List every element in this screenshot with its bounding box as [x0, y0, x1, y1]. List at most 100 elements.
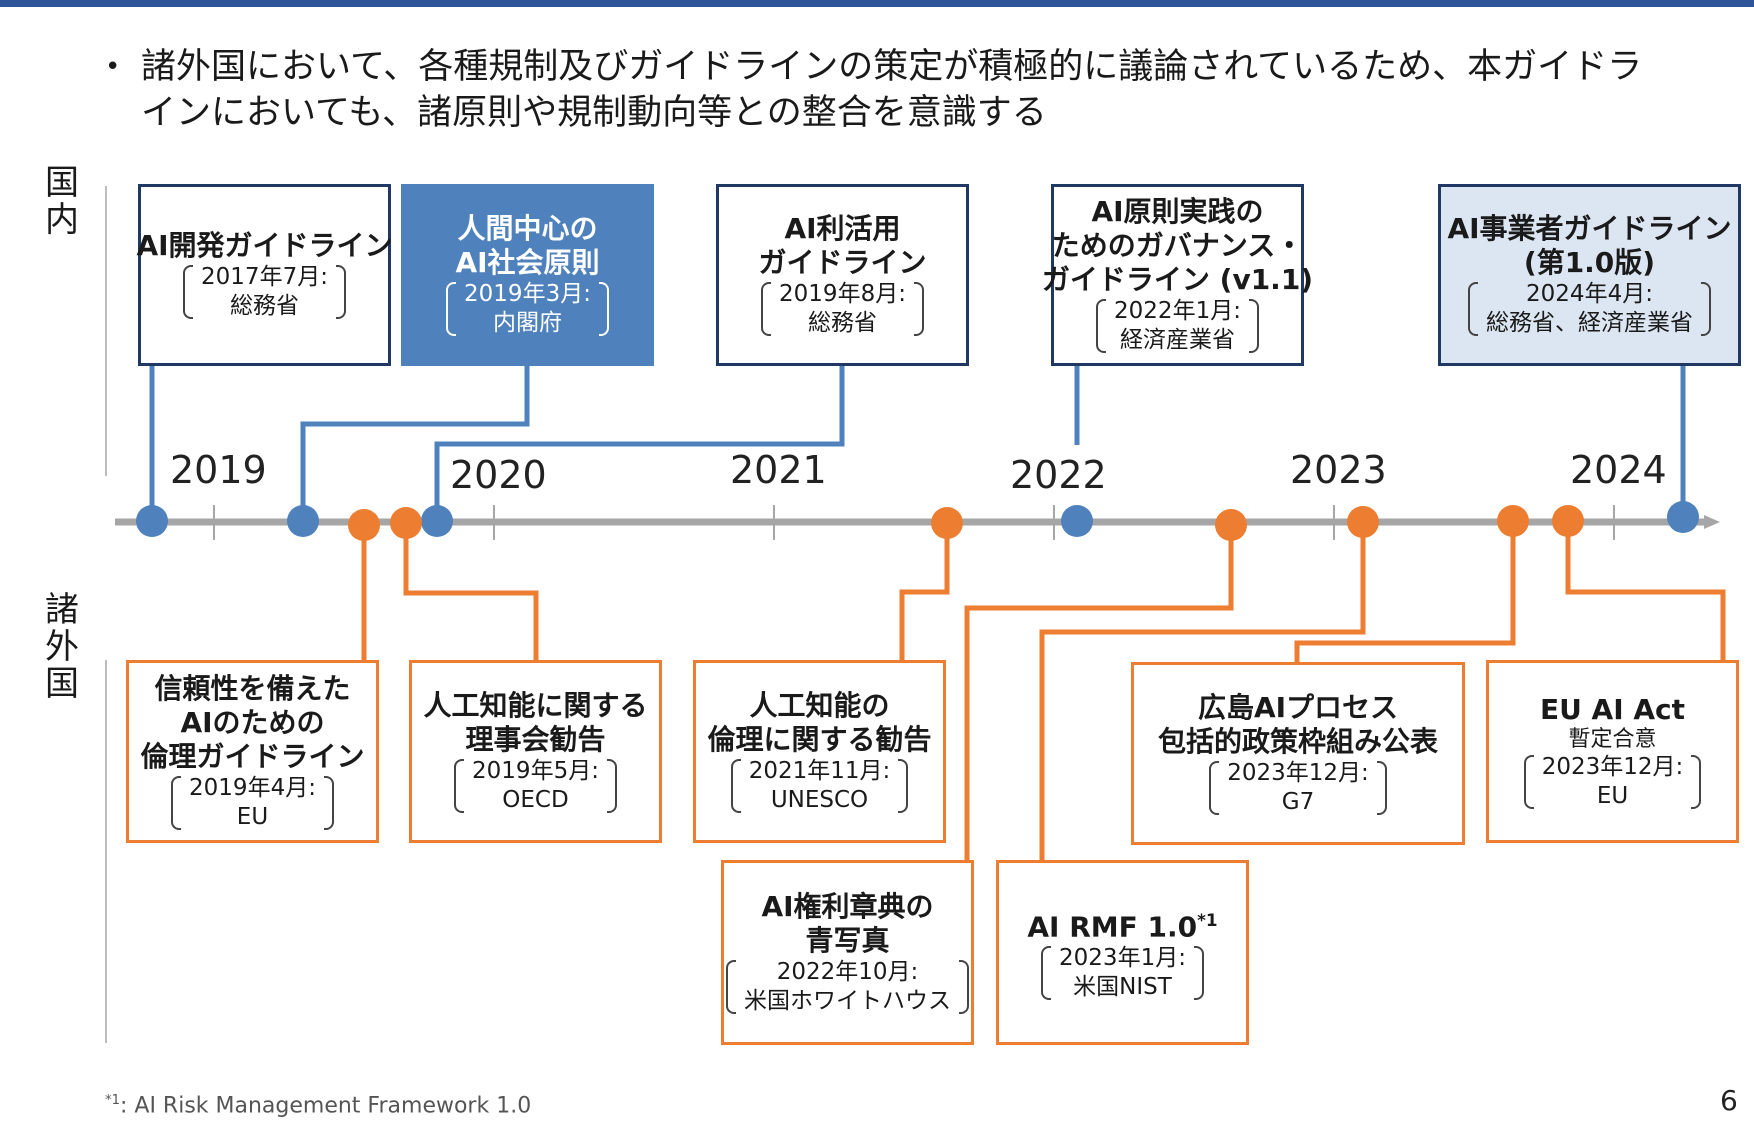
connector-intl-4 [964, 522, 1234, 862]
item-title: 人工知能の [749, 688, 890, 722]
marker-intl-2023-12a [1497, 505, 1529, 537]
item-date: 2023年12月: [1227, 759, 1369, 786]
connector-domestic-3 [434, 364, 845, 520]
connector-intl-2 [403, 522, 539, 662]
item-org: OECD [502, 786, 569, 813]
item-org: 米国NIST [1073, 974, 1172, 1001]
item-org: 総務省 [807, 310, 877, 336]
item-org: 総務省 [229, 293, 299, 319]
item-title: AI利活用 [784, 212, 901, 245]
item-date: 2019年4月: [189, 774, 316, 801]
domestic-item-human-centric-ai-principles: 人間中心の AI社会原則 2019年3月: 内閣府 [401, 184, 654, 366]
item-date: 2019年5月: [472, 757, 599, 784]
top-accent-bar [0, 0, 1754, 7]
item-title: 理事会勧告 [465, 722, 606, 756]
item-title: ガイドライン (v1.1) [1041, 263, 1314, 296]
item-title: AIのための [180, 705, 325, 739]
item-subtitle: 暫定合意 [1568, 726, 1657, 752]
item-title: AI開発ガイドライン [136, 229, 393, 262]
item-date-org: 2017年7月: 総務省 [181, 263, 348, 321]
connector-intl-5 [1039, 522, 1366, 862]
marker-domestic-2017-07 [136, 505, 168, 537]
footnote-mark: *1 [105, 1093, 120, 1108]
year-label-2021: 2021 [730, 448, 827, 492]
item-title: 信頼性を備えた [154, 671, 351, 705]
marker-intl-2019-04 [348, 509, 380, 541]
item-date: 2021年11月: [748, 757, 891, 784]
item-date-org: 2023年12月: EU [1522, 753, 1704, 811]
year-label-2024: 2024 [1570, 448, 1667, 492]
item-title: 人間中心の [457, 212, 598, 245]
marker-domestic-2019-03 [287, 505, 319, 537]
intl-item-eu-ethics-guidelines: 信頼性を備えた AIのための 倫理ガイドライン 2019年4月: EU [126, 660, 379, 843]
marker-domestic-2019-08 [421, 505, 453, 537]
marker-intl-2023-01 [1347, 506, 1379, 538]
marker-domestic-2022-01 [1061, 505, 1093, 537]
item-title: 広島AIプロセス [1197, 690, 1399, 724]
intl-item-oecd-recommendation: 人工知能に関する 理事会勧告 2019年5月: OECD [409, 660, 662, 843]
item-date: 2024年4月: [1526, 281, 1653, 307]
footnote-text: : AI Risk Management Framework 1.0 [119, 1093, 532, 1119]
item-title: AI RMF 1.0*1 [1027, 903, 1217, 944]
footnote-ref: *1 [1197, 909, 1218, 930]
item-org: EU [236, 803, 269, 830]
item-title: (第1.0版) [1523, 246, 1656, 279]
year-label-2019: 2019 [170, 448, 267, 492]
item-date: 2022年1月: [1114, 298, 1241, 324]
item-date-org: 2019年3月: 内閣府 [444, 280, 611, 338]
connector-intl-3 [899, 522, 950, 662]
domestic-item-governance-guideline: AI原則実践の ためのガバナンス・ ガイドライン (v1.1) 2022年1月:… [1042, 184, 1313, 366]
item-date: 2019年8月: [779, 281, 906, 307]
row-label-international: 諸外国 [45, 590, 79, 704]
item-title-text: AI RMF 1.0 [1027, 910, 1198, 944]
item-title: 倫理に関する勧告 [707, 722, 932, 756]
item-org: 経済産業省 [1119, 327, 1235, 353]
domestic-item-ai-business-guideline: AI事業者ガイドライン (第1.0版) 2024年4月: 総務省、経済産業省 [1438, 184, 1741, 366]
item-date: 2023年12月: [1541, 753, 1684, 780]
item-date-org: 2019年5月: OECD [452, 757, 619, 815]
item-date-org: 2021年11月: UNESCO [729, 757, 911, 815]
item-title: ためのガバナンス・ [1051, 229, 1304, 262]
connector-intl-7 [1565, 522, 1726, 662]
item-title: ガイドライン [758, 246, 927, 279]
item-org: 米国ホワイトハウス [744, 987, 951, 1014]
item-title: EU AI Act [1539, 692, 1686, 726]
year-label-2022: 2022 [1010, 453, 1107, 497]
item-date-org: 2024年4月: 総務省、経済産業省 [1466, 280, 1713, 338]
connector-domestic-2 [300, 364, 530, 520]
item-title: 包括的政策枠組み公表 [1157, 724, 1438, 758]
item-title: 青写真 [805, 923, 890, 957]
item-org: UNESCO [770, 786, 869, 813]
page-number: 6 [1720, 1084, 1738, 1117]
bullet-symbol: • [105, 52, 121, 82]
intl-item-hiroshima-ai-process: 広島AIプロセス 包括的政策枠組み公表 2023年12月: G7 [1131, 662, 1465, 845]
marker-intl-2022-10 [1215, 509, 1247, 541]
item-date: 2019年3月: [464, 281, 591, 307]
item-title: AI原則実践の [1091, 195, 1264, 228]
item-title: AI権利章典の [761, 889, 934, 923]
intl-item-eu-ai-act: EU AI Act 暫定合意 2023年12月: EU [1486, 660, 1739, 843]
intl-item-unesco-recommendation: 人工知能の 倫理に関する勧告 2021年11月: UNESCO [693, 660, 946, 843]
marker-intl-2023-12b [1552, 505, 1584, 537]
marker-intl-2019-05 [390, 507, 422, 539]
item-date-org: 2019年4月: EU [169, 774, 336, 832]
marker-domestic-2024-04 [1667, 501, 1699, 533]
header-text: 諸外国において、各種規制及びガイドラインの策定が積極的に議論されているため、本ガ… [141, 47, 1643, 133]
intl-item-ai-bill-of-rights: AI権利章典の 青写真 2022年10月: 米国ホワイトハウス [721, 860, 974, 1045]
year-label-2020: 2020 [450, 453, 547, 497]
item-date-org: 2022年10月: 米国ホワイトハウス [724, 958, 971, 1016]
domestic-row-divider [105, 186, 107, 476]
item-date-org: 2022年1月: 経済産業省 [1094, 297, 1261, 355]
item-date-org: 2023年12月: G7 [1207, 759, 1389, 817]
item-date: 2017年7月: [201, 264, 328, 290]
item-title: AI社会原則 [455, 246, 600, 279]
item-org: G7 [1281, 788, 1315, 815]
footnote: *1: AI Risk Management Framework 1.0 [105, 1093, 531, 1118]
item-title: AI事業者ガイドライン [1447, 212, 1732, 245]
domestic-item-ai-development-guideline: AI開発ガイドライン 2017年7月: 総務省 [136, 184, 393, 366]
item-title: 倫理ガイドライン [140, 739, 365, 773]
domestic-item-ai-utilization-guideline: AI利活用 ガイドライン 2019年8月: 総務省 [716, 184, 969, 366]
international-row-divider [105, 660, 107, 1043]
item-org: 総務省、経済産業省 [1486, 310, 1693, 336]
